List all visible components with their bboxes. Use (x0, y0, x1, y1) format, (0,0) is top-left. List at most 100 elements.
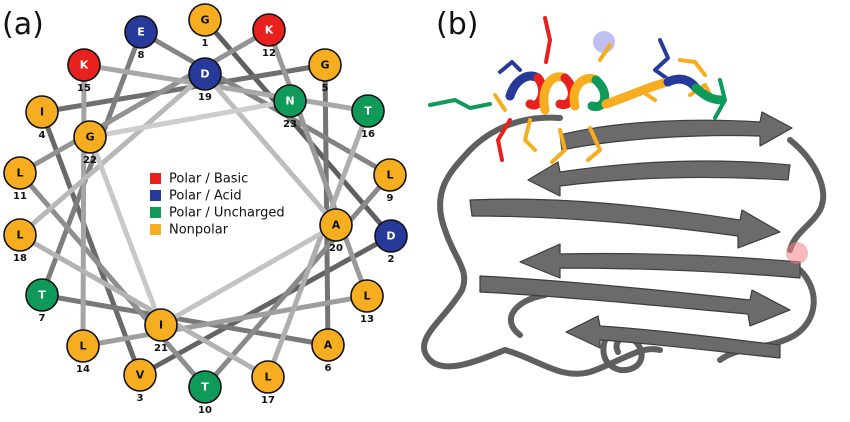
residue-letter: K (80, 59, 89, 72)
residue-number: 7 (39, 313, 46, 324)
residue-node: T7 (25, 278, 59, 324)
residue-circle (144, 308, 178, 342)
residue-circle (25, 278, 59, 312)
residue-circle (188, 57, 222, 91)
residue-node: A20 (319, 208, 353, 254)
residue-number: 21 (154, 343, 168, 354)
residue-letter: D (200, 68, 209, 81)
residue-number: 2 (388, 254, 395, 265)
residue-node: L 17 (251, 360, 285, 406)
residue-number: 3 (137, 393, 144, 404)
residue-circle (251, 360, 285, 394)
residue-node: I 21 (144, 308, 178, 354)
wheel-connection (80, 293, 370, 349)
residue-node: V3 (123, 358, 157, 404)
wheel-connection (266, 27, 370, 299)
residue-number: 5 (322, 83, 329, 94)
residue-circle (188, 3, 222, 37)
residue-letter: L (363, 290, 370, 303)
residue-letter: T (364, 105, 372, 118)
residue-node: K12 (252, 13, 286, 59)
residue-circle (73, 120, 107, 154)
residue-node: E8 (124, 15, 158, 61)
panel-b-label: (b) (436, 7, 478, 42)
residue-letter: T (201, 381, 209, 394)
residue-number: 10 (198, 405, 212, 416)
residue-number: 17 (261, 395, 275, 406)
residue-number: 11 (13, 191, 27, 202)
legend-label-polar-uncharged: Polar / Uncharged (169, 206, 285, 221)
residue-node: L 11 (3, 156, 37, 202)
residue-number: 22 (83, 155, 97, 166)
residue-number: 1 (202, 38, 209, 49)
residue-circle (123, 358, 157, 392)
helix-ribbon (505, 71, 727, 115)
wheel-connection (80, 62, 87, 349)
residue-node: A6 (311, 328, 345, 374)
residue-node: L18 (3, 218, 37, 264)
helical-wheel-residues: G1D2V3I4G5A6T7E8L9T10L11K12L13L14K15T16L… (3, 3, 408, 416)
residue-circle (3, 218, 37, 252)
residue-circle (3, 156, 37, 190)
residue-circle (66, 329, 100, 363)
residue-number: 19 (198, 92, 212, 103)
residue-letter: E (137, 26, 145, 39)
legend-label-polar-acid: Polar / Acid (169, 189, 242, 204)
residue-letter: L (264, 371, 271, 384)
legend-swatch-nonpolar (150, 224, 161, 235)
wheel-connection (39, 29, 144, 298)
wheel-connection (158, 222, 339, 328)
residue-number: 20 (329, 243, 343, 254)
wheel-connection (137, 233, 394, 378)
residue-number: 9 (387, 193, 394, 204)
residue-number: 12 (262, 48, 276, 59)
residue-letter: N (285, 95, 294, 108)
wheel-connection (202, 17, 394, 239)
residue-number: 14 (76, 364, 90, 375)
residue-node: T 10 (188, 370, 222, 416)
residue-circle (25, 95, 59, 129)
legend-label-nonpolar: Nonpolar (169, 223, 229, 238)
residue-node: L9 (373, 158, 407, 204)
residue-number: 13 (360, 314, 374, 325)
residue-circle (350, 279, 384, 313)
residue-node: G1 (188, 3, 222, 49)
residue-node: L14 (66, 329, 100, 375)
wheel-connection (17, 27, 272, 176)
residue-circle (124, 15, 158, 49)
residue-number: 23 (283, 119, 297, 130)
highlight-blue-dot (593, 31, 615, 53)
residue-node: I4 (25, 95, 59, 141)
residue-node: L 13 (350, 279, 384, 325)
residue-letter: L (16, 167, 23, 180)
wheel-connection (39, 292, 331, 348)
residue-node: T16 (351, 94, 385, 140)
residue-letter: T (38, 289, 46, 302)
wheel-connection (17, 71, 208, 238)
residue-number: 15 (77, 83, 91, 94)
residue-number: 18 (13, 253, 27, 264)
wheel-connection (322, 62, 331, 348)
peptide-helix (428, 16, 727, 164)
residue-letter: V (136, 369, 145, 382)
residue-circle (374, 219, 408, 253)
residue-letter: G (320, 59, 329, 72)
residue-number: 4 (39, 130, 46, 141)
residue-circle (67, 48, 101, 82)
legend: Polar / Basic Polar / Acid Polar / Uncha… (150, 172, 285, 238)
residue-circle (188, 370, 222, 404)
residue-letter: I (159, 319, 163, 332)
residue-circle (373, 158, 407, 192)
residue-circle (273, 84, 307, 118)
legend-swatch-polar-basic (150, 173, 161, 184)
residue-node: G22 (73, 120, 107, 166)
residue-circle (351, 94, 385, 128)
residue-letter: L (386, 169, 393, 182)
protein-structure (421, 16, 827, 377)
wheel-connection (17, 232, 271, 380)
residue-node: N 23 (273, 84, 307, 130)
wheel-connection (265, 108, 371, 380)
residue-circle (252, 13, 286, 47)
